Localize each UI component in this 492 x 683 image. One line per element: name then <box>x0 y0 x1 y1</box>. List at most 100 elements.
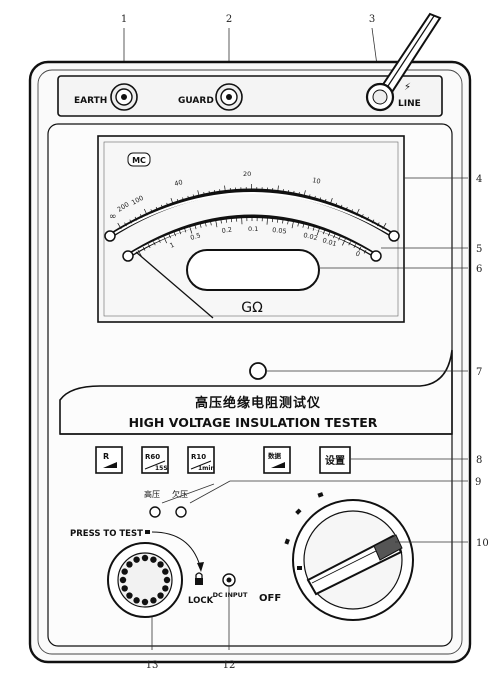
callout-1-top: 1 <box>121 14 127 25</box>
mc-logo: MC <box>127 152 151 167</box>
scale-tick <box>153 241 156 246</box>
upper-label-inf: ∞ <box>109 212 117 222</box>
upper-label-40: 40 <box>174 178 184 188</box>
button-r[interactable]: R <box>95 446 123 474</box>
knob-grip <box>126 561 133 568</box>
line-terminal[interactable] <box>365 12 442 112</box>
scale-tick <box>338 236 341 241</box>
scale-tick <box>319 197 322 202</box>
high-voltage-lamp <box>149 506 161 518</box>
callout-7: 7 <box>476 367 482 378</box>
scale-tick <box>287 189 290 195</box>
button-r10[interactable]: R10 1min <box>187 446 215 474</box>
lower-label-1: 1 <box>169 241 176 250</box>
scale-tick <box>199 223 202 228</box>
svg-text:R60: R60 <box>145 453 160 461</box>
test-knob[interactable] <box>107 542 183 618</box>
scale-tick <box>282 219 284 224</box>
scale-tick <box>298 191 300 197</box>
scale-tick <box>293 190 295 195</box>
leader-9-c <box>161 483 215 504</box>
scale-tick <box>282 189 284 194</box>
scale-tick <box>163 236 168 244</box>
svg-text:数据: 数据 <box>268 451 282 460</box>
scale-tick <box>327 232 331 237</box>
scale-tick <box>139 214 143 219</box>
scale-tick <box>192 194 195 199</box>
zero-adjust-screw[interactable] <box>249 362 267 380</box>
callout-4: 4 <box>476 174 482 185</box>
scale-tick <box>129 219 132 224</box>
knob-grip <box>157 561 164 568</box>
callout-12: 12 <box>223 660 236 671</box>
unit-label: GΩ <box>241 300 263 316</box>
lower-arc-end-left <box>122 250 134 262</box>
lower-arc-end-right <box>370 250 382 262</box>
under-voltage-lamp <box>175 506 187 518</box>
press-to-test-marker <box>145 530 150 534</box>
lower-label-0: 0 <box>354 250 361 259</box>
svg-text:15S: 15S <box>155 465 168 472</box>
scale-tick <box>361 214 364 219</box>
earth-terminal[interactable] <box>110 83 138 111</box>
scale-tick <box>316 228 320 236</box>
scale-tick <box>210 221 212 226</box>
lower-label-0.5: 0.5 <box>189 231 201 242</box>
scale-tick <box>215 220 218 228</box>
scale-tick <box>203 191 205 197</box>
guard-label: GUARD <box>178 96 214 106</box>
knob-grip <box>162 585 169 592</box>
callout-13: 13 <box>146 660 159 671</box>
scale-tick <box>291 221 294 229</box>
scale-tick <box>208 190 211 195</box>
scale-tick <box>142 246 146 251</box>
press-to-test-label: PRESS TO TEST <box>70 529 143 539</box>
mirror-window <box>186 249 320 291</box>
knob-grip <box>141 554 149 562</box>
scale-tick <box>179 230 182 235</box>
knob-grip <box>163 576 171 584</box>
scale-tick <box>350 209 353 214</box>
scale-tick <box>324 199 327 204</box>
lower-label-0.05: 0.05 <box>272 226 287 235</box>
callout-10: 10 <box>476 538 489 549</box>
scale-tick <box>363 249 367 254</box>
scale-tick <box>170 197 174 205</box>
lower-label-0.02: 0.02 <box>303 231 319 242</box>
knob-rotation-arrowhead <box>197 562 204 572</box>
scale-tick <box>340 204 343 209</box>
knob-grip <box>150 556 157 563</box>
scale-tick <box>161 204 164 209</box>
svg-text:R10: R10 <box>191 453 206 461</box>
lock-label: LOCK <box>188 596 214 606</box>
scale-tick <box>277 185 279 193</box>
scale-tick <box>334 202 338 207</box>
dc-input-jack[interactable] <box>222 573 236 587</box>
scale-tick <box>302 223 305 228</box>
knob-grip <box>133 556 140 563</box>
scale-tick <box>333 234 336 239</box>
scale-tick <box>134 216 138 221</box>
svg-text:1min: 1min <box>198 465 215 472</box>
scale-tick <box>168 234 171 239</box>
scale-tick <box>150 209 153 214</box>
scale-tick <box>297 222 300 227</box>
svg-text:R: R <box>103 452 109 461</box>
scale-tick <box>345 206 348 211</box>
knob-grip <box>141 598 149 606</box>
callout-3: 3 <box>369 14 375 25</box>
scale-tick <box>204 222 207 227</box>
guard-terminal[interactable] <box>215 83 243 111</box>
high-voltage-label: 高压 <box>144 489 160 499</box>
scale-tick <box>266 217 268 225</box>
scale-tick <box>124 222 127 227</box>
scale-tick <box>224 185 226 193</box>
under-voltage-label: 欠压 <box>172 489 188 499</box>
button-settings[interactable]: 设置 <box>319 446 351 474</box>
dc-input-label: DC INPUT <box>213 591 248 599</box>
button-data[interactable]: 数据 <box>263 446 291 474</box>
range-selector-switch[interactable] <box>292 499 414 621</box>
scale-tick <box>308 194 311 199</box>
scale-tick <box>219 189 221 194</box>
button-r60[interactable]: R60 15S <box>141 446 169 474</box>
